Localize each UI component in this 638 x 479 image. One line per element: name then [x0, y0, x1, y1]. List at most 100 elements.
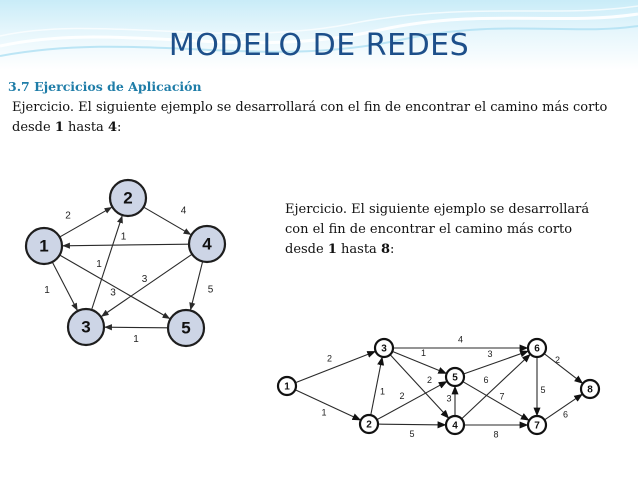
exercise2-text-start: Ejercicio. El siguiente ejemplo se desar…	[285, 202, 590, 257]
edge-weight-3-4: 2	[427, 375, 432, 385]
edge-weight-1-2: 1	[321, 407, 326, 417]
exercise1-to: 4	[107, 120, 117, 135]
edge-weight-4-5: 5	[208, 285, 214, 296]
node-label-4: 4	[452, 421, 458, 432]
exercise1-text-end: :	[116, 120, 122, 135]
edge-3-4	[389, 354, 450, 419]
edge-weight-1-3: 1	[44, 285, 50, 296]
exercise2-to: 8	[380, 242, 390, 257]
node-6: 6	[526, 337, 548, 359]
edge-weight-4-5: 3	[446, 393, 451, 403]
exercise1-text-start: Ejercicio. El siguiente ejemplo se desar…	[12, 100, 608, 135]
network-graph-1: 2 4 1 1 3 3 1 5 1 1 2 3 4 5	[24, 178, 227, 348]
node-circle-6	[526, 337, 548, 359]
edge-weight-6-7: 5	[540, 385, 545, 395]
edge-4-3	[101, 253, 193, 317]
edge-1-5	[59, 254, 171, 319]
edge-weight-4-6: 6	[483, 375, 488, 385]
node-5: 5	[444, 366, 466, 388]
edge-weight-6-8: 2	[555, 355, 560, 365]
edge-weight-5-7: 7	[499, 391, 504, 401]
edge-4-5	[189, 261, 204, 311]
edge-weight-7-8: 6	[563, 409, 568, 419]
edge-weight-5-6: 3	[487, 349, 492, 359]
node-circle-8	[579, 378, 601, 400]
exercise2-from: 1	[327, 242, 337, 257]
node-label-1: 1	[39, 236, 48, 255]
node-label-2: 2	[123, 188, 132, 207]
edge-5-7	[462, 381, 530, 421]
node-2: 2	[358, 413, 380, 435]
edge-6-8	[543, 353, 584, 384]
edge-2-4	[377, 421, 447, 429]
edge-7-8	[544, 393, 583, 421]
header-wave-decoration	[0, 5, 638, 57]
exercise2-text: Ejercicio. El siguiente ejemplo se desar…	[285, 200, 605, 260]
edge-weight-1-5: 3	[110, 288, 116, 299]
edge-1-2	[294, 389, 362, 421]
node-circle-2	[108, 178, 148, 218]
edge-weight-2-4: 5	[409, 429, 414, 439]
exercise1-text-mid: hasta	[63, 120, 108, 135]
node-circle-7	[526, 414, 548, 436]
node-label-2: 2	[366, 420, 372, 431]
edge-weight-3-5: 1	[421, 348, 426, 358]
node-circle-1	[276, 375, 298, 397]
node-circle-4	[187, 224, 227, 264]
slide-title: MODELO DE REDES	[168, 28, 470, 63]
node-label-7: 7	[534, 421, 540, 432]
node-3: 3	[373, 337, 395, 359]
edge-weight-2-4: 4	[181, 206, 187, 217]
node-label-5: 5	[181, 318, 190, 337]
edge-weight-5-3: 1	[133, 334, 139, 345]
node-5: 5	[166, 308, 206, 348]
node-circle-5	[444, 366, 466, 388]
edge-weight-3-6: 4	[458, 334, 463, 344]
edge-1-3	[295, 350, 376, 384]
node-4: 4	[444, 414, 466, 436]
edge-5-6	[463, 350, 529, 375]
section-heading: 3.7 Ejercicios de Aplicación	[8, 79, 202, 94]
edge-5-3	[104, 324, 169, 331]
node-2: 2	[108, 178, 148, 218]
exercise2-text-mid: hasta	[336, 242, 381, 257]
node-circle-3	[66, 307, 106, 347]
edge-weight-4-7: 8	[493, 429, 498, 439]
edge-2-5	[376, 381, 448, 421]
node-circle-4	[444, 414, 466, 436]
edge-weight-4-3: 3	[142, 274, 148, 285]
graph1-panel: 2 4 1 1 3 3 1 5 1 1 2 3 4 5	[7, 152, 270, 356]
edge-weight-1-3: 2	[327, 353, 332, 363]
node-label-8: 8	[587, 385, 593, 396]
node-circle-1	[24, 226, 64, 266]
node-label-6: 6	[534, 344, 540, 355]
edge-weight-4-1: 1	[121, 232, 127, 243]
node-4: 4	[187, 224, 227, 264]
edge-3-5	[392, 350, 448, 374]
node-3: 3	[66, 307, 106, 347]
exercise2-text-end: :	[389, 242, 395, 257]
network-graph-2: 2 1 1 2 5 1 2 4 3 6 8 3 7 5 2 6 1 2 3 4 5 6 7 8	[276, 334, 601, 439]
edge-4-1	[62, 242, 190, 249]
node-8: 8	[579, 378, 601, 400]
edge-weight-3-2: 1	[96, 259, 102, 270]
edge-weight-1-2: 2	[65, 211, 71, 222]
edge-2-4	[143, 206, 192, 235]
node-label-1: 1	[284, 382, 290, 393]
node-1: 1	[276, 375, 298, 397]
edge-4-6	[461, 353, 531, 420]
edge-weight-2-5: 2	[399, 391, 404, 401]
node-1: 1	[24, 226, 64, 266]
node-label-3: 3	[81, 317, 90, 336]
node-7: 7	[526, 414, 548, 436]
edge-1-3	[51, 261, 78, 311]
exercise1-text: Ejercicio. El siguiente ejemplo se desar…	[12, 98, 612, 138]
edge-weight-2-3: 1	[380, 386, 385, 396]
node-circle-3	[373, 337, 395, 359]
graph2-panel: 2 1 1 2 5 1 2 4 3 6 8 3 7 5 2 6 1 2 3 4 5 6 7 8	[259, 318, 617, 449]
node-circle-2	[358, 413, 380, 435]
edge-2-3	[370, 356, 385, 416]
edge-1-2	[59, 206, 113, 238]
node-circle-5	[166, 308, 206, 348]
node-label-5: 5	[452, 373, 458, 384]
